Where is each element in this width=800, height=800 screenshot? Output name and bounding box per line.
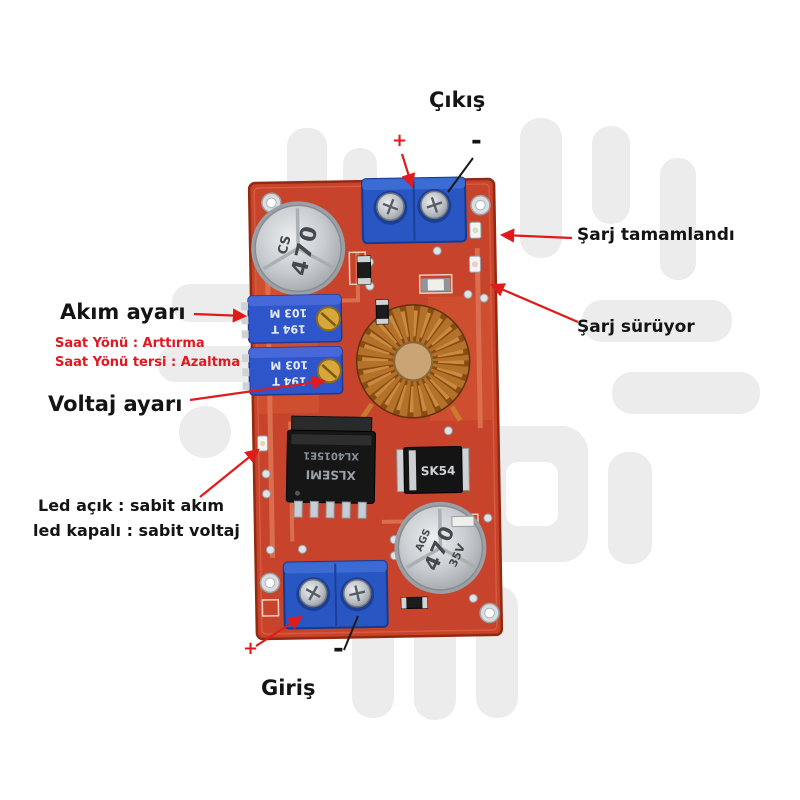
pcb-board: CS 470 194 T 103 M [241, 176, 504, 641]
ic-brand-text: XLSEMI [306, 467, 356, 482]
arrow-charge-done [499, 228, 573, 243]
charge-complete-label: Şarj tamamlandı [577, 225, 735, 245]
input-label: Giriş [261, 676, 316, 700]
arrow-output-plus [400, 153, 416, 189]
annotation-arrows [189, 153, 579, 651]
output-minus-sign: - [471, 126, 482, 156]
ic-part-text: XL4015E1 [303, 449, 359, 461]
capacitor-output: CS 470 [251, 201, 346, 296]
input-minus-sign: - [333, 634, 344, 664]
solder-pads [261, 246, 493, 603]
arrow-led-indicator [199, 448, 260, 498]
line-output-minus [447, 157, 474, 193]
smd-components [356, 255, 475, 610]
trimpot-voltage: 194 T 103 M [242, 345, 344, 396]
output-plus-sign: + [392, 130, 408, 151]
ic-regulator: XLSEMI XL4015E1 [285, 415, 376, 519]
terminal-output [361, 176, 468, 245]
clockwise-note: Saat Yönü : Arttırma [55, 336, 205, 351]
arrow-voltage-adjust [189, 375, 327, 402]
trimpot1-line1-text: 194 T [271, 322, 306, 336]
diode-part-text: SK54 [421, 464, 456, 479]
output-label: Çıkış [429, 88, 486, 112]
led-off-note: led kapalı : sabit voltaj [33, 521, 240, 540]
inductor-toroid [355, 304, 471, 422]
led-on-note: Led açık : sabit akım [38, 496, 225, 515]
current-adjust-label: Akım ayarı [60, 300, 186, 324]
trimpot1-line2-text: 103 M [269, 306, 307, 320]
led-cv-cc [256, 435, 269, 452]
arrow-current-adjust [193, 308, 248, 323]
charging-label: Şarj sürüyor [577, 317, 695, 337]
led-charge-done [469, 221, 482, 239]
voltage-adjust-label: Voltaj ayarı [48, 392, 183, 416]
led-charging [468, 255, 482, 273]
arrow-charging [490, 283, 579, 324]
arrow-input-plus [255, 615, 303, 647]
counterclockwise-note: Saat Yönü tersi : Azaltma [55, 355, 241, 370]
trimpot-current: 194 T 103 M [241, 293, 343, 344]
diode-sk54: SK54 [396, 446, 470, 494]
terminal-input [282, 559, 389, 630]
trimpot2-line2-text: 103 M [270, 358, 308, 372]
line-input-minus [343, 615, 359, 651]
input-plus-sign: + [243, 638, 259, 659]
cap-top-brand-text: CS [275, 234, 294, 256]
background-watermark [158, 118, 760, 720]
